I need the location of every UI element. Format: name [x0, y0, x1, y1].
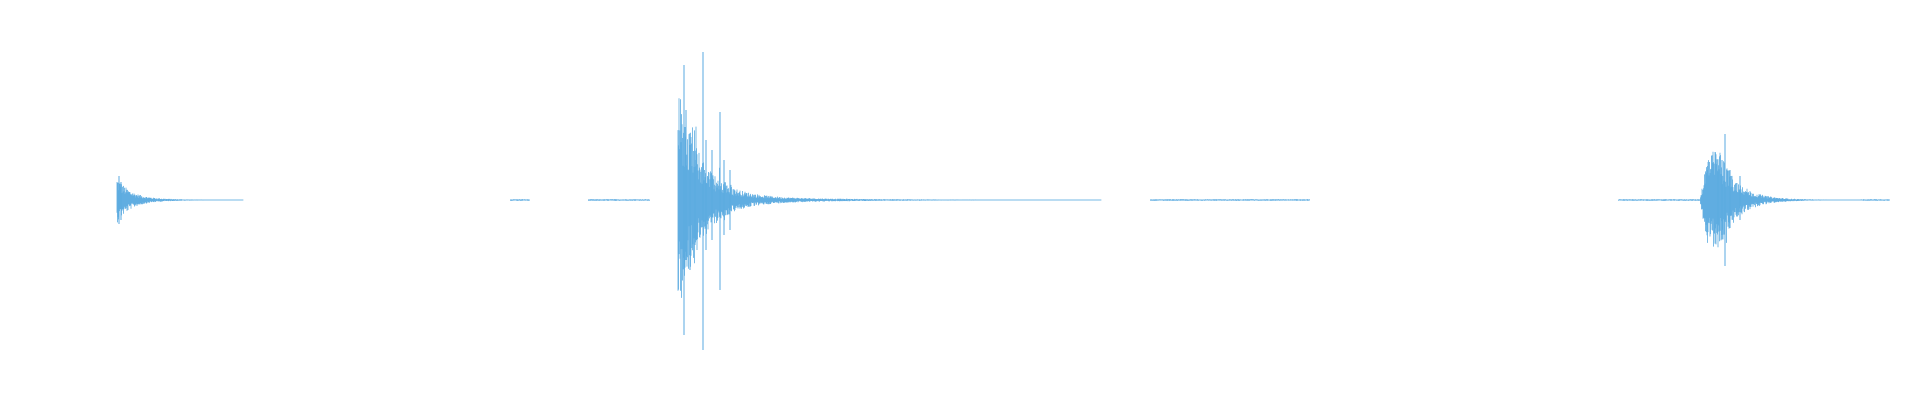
- waveform-samples: [116, 52, 1890, 350]
